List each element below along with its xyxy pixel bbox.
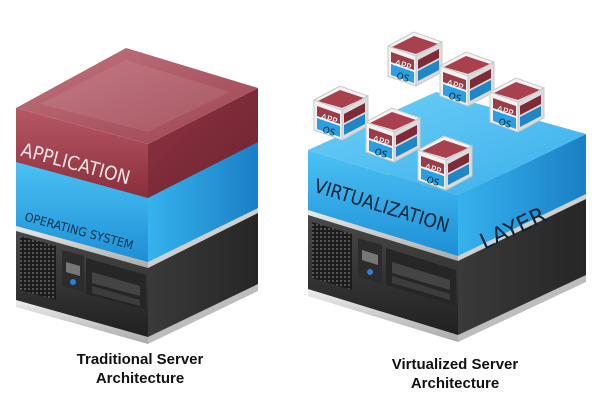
vm-cube: APP OS [440,52,494,106]
virtualized-caption-line1: Virtualized Server [345,355,565,374]
traditional-stack: OPERATING SYSTEM APPLICATION [16,48,258,344]
power-led-icon [70,279,76,285]
traditional-caption-line1: Traditional Server [40,350,240,369]
power-led-icon [367,269,373,275]
virtualized-caption: Virtualized Server Architecture [345,355,565,393]
virtualized-stack: VIRTUALIZATION LAYER APP OS [308,32,586,342]
traditional-caption-line2: Architecture [40,369,240,388]
vm-cube: APP OS [388,32,442,86]
vent-grille [20,236,56,300]
virtualized-caption-line2: Architecture [345,374,565,393]
traditional-caption: Traditional Server Architecture [40,350,240,388]
